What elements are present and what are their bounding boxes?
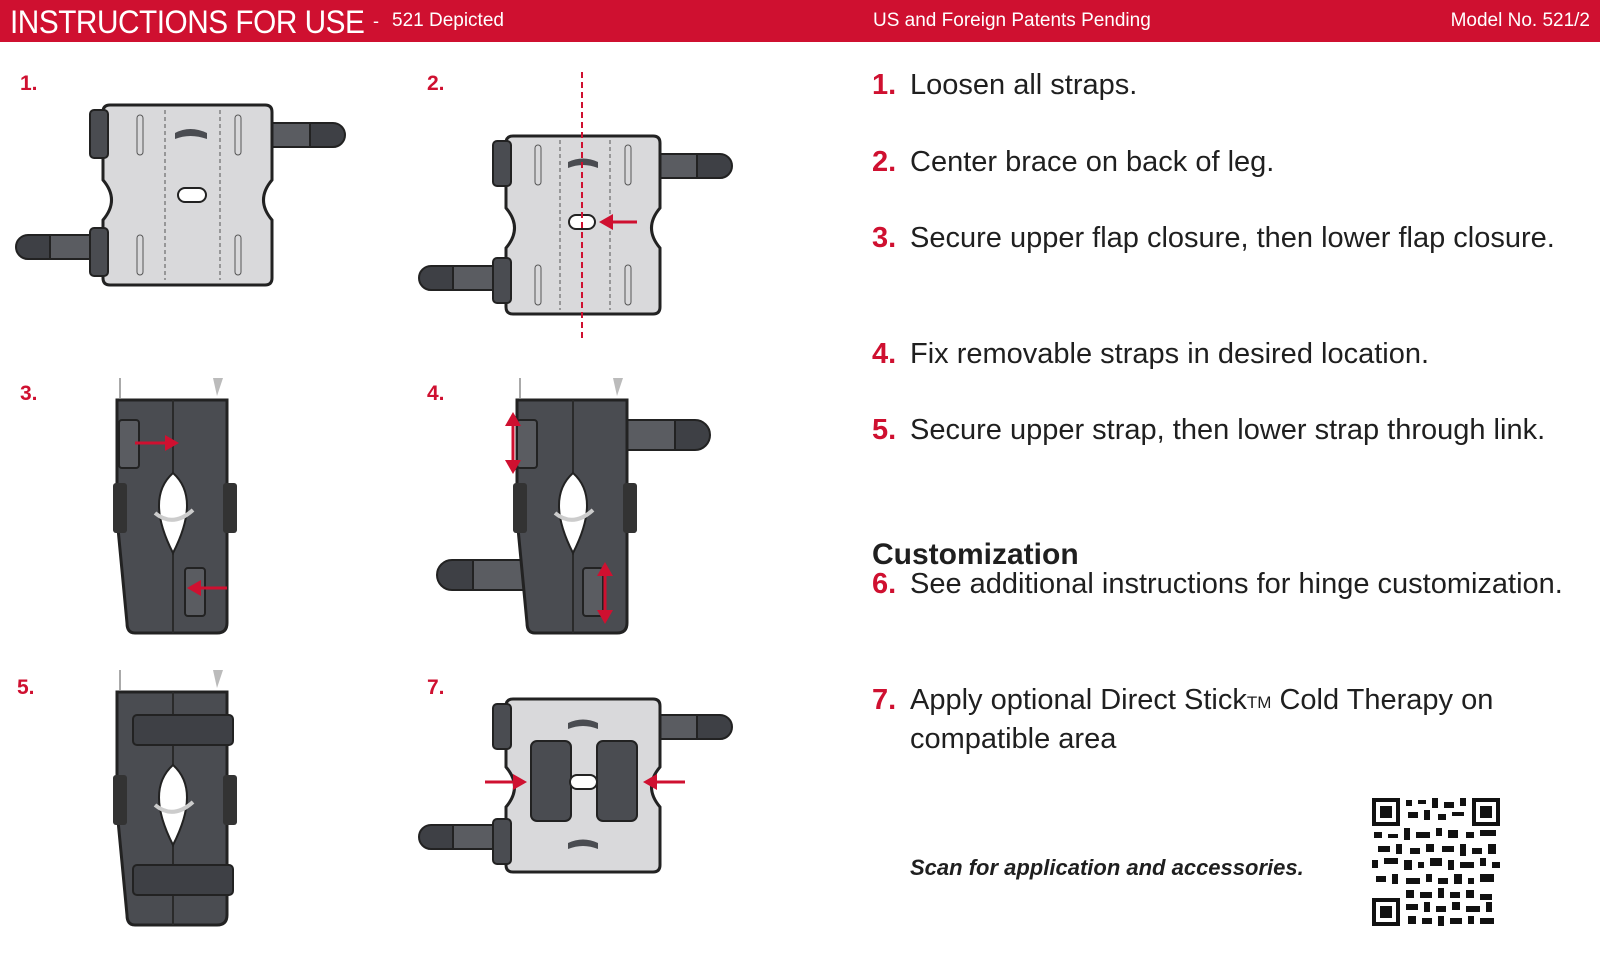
step-7-text-b: Cold Therapy on compatible area xyxy=(910,684,1494,755)
figure-4-brace-straps xyxy=(436,378,711,635)
step-5: 5. Secure upper strap, then lower strap … xyxy=(872,411,1565,450)
step-1: 1. Loosen all straps. xyxy=(872,66,1565,105)
step-4-number: 4. xyxy=(872,338,897,370)
step-4: 4. Fix removable straps in desired locat… xyxy=(872,335,1565,374)
figure-7-number: 7. xyxy=(427,676,445,699)
step-5-number: 5. xyxy=(872,414,897,446)
step-1-text: Loosen all straps. xyxy=(910,69,1138,101)
figure-1-number: 1. xyxy=(20,72,38,95)
figure-2-centered-brace xyxy=(418,72,733,342)
header-bar: INSTRUCTIONS FOR USE - 521 Depicted US a… xyxy=(0,0,1600,42)
step-7-text: Apply optional Direct StickTM Cold Thera… xyxy=(872,681,1565,759)
qr-code-icon xyxy=(1372,798,1500,926)
step-6-number: 6. xyxy=(872,568,897,600)
figure-5-number: 5. xyxy=(17,676,35,699)
figure-4-number: 4. xyxy=(427,382,445,405)
step-2-text: Center brace on back of leg. xyxy=(910,146,1275,178)
step-3-number: 3. xyxy=(872,222,897,254)
customization-heading: Customization xyxy=(872,538,1079,571)
step-2: 2. Center brace on back of leg. xyxy=(872,143,1565,182)
step-3: 3. Secure upper flap closure, then lower… xyxy=(872,219,1565,258)
step-7: 7. Apply optional Direct StickTM Cold Th… xyxy=(872,681,1565,759)
header-title: INSTRUCTIONS FOR USE xyxy=(10,4,365,40)
trademark-symbol: TM xyxy=(1246,693,1272,712)
step-3-text: Secure upper flap closure, then lower fl… xyxy=(910,222,1555,254)
figure-2-number: 2. xyxy=(427,72,445,95)
figure-1-flat-brace xyxy=(15,103,346,287)
header-dash: - xyxy=(373,11,379,31)
header-patents: US and Foreign Patents Pending xyxy=(873,10,1151,31)
header-model: Model No. 521/2 xyxy=(1450,10,1590,31)
figure-3-number: 3. xyxy=(20,382,38,405)
step-6: 6. See additional instructions for hinge… xyxy=(872,565,1565,604)
step-7-number: 7. xyxy=(872,684,897,716)
header-subtitle: 521 Depicted xyxy=(392,10,504,31)
figure-7-cold-therapy xyxy=(418,697,733,874)
step-4-text: Fix removable straps in desired location… xyxy=(910,338,1430,370)
step-6-text: See additional instructions for hinge cu… xyxy=(910,568,1563,600)
step-2-number: 2. xyxy=(872,146,897,178)
step-5-text: Secure upper strap, then lower strap thr… xyxy=(910,414,1546,446)
step-1-number: 1. xyxy=(872,69,897,101)
scan-caption: Scan for application and accessories. xyxy=(910,855,1304,880)
step-7-text-a: Apply optional Direct Stick xyxy=(910,684,1247,716)
figure-5-brace-strapped xyxy=(113,670,237,927)
figure-3-brace-on-leg xyxy=(113,378,237,635)
